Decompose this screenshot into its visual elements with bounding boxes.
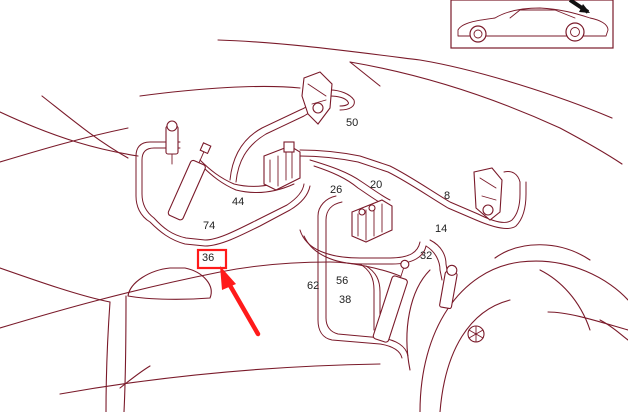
label-36: 36 [202, 252, 214, 264]
highlight-box [196, 248, 228, 270]
callout-labels: 50 44 26 20 8 74 14 32 62 56 38 36 [202, 117, 450, 306]
label-14: 14 [435, 223, 447, 235]
inset-thumbnail [450, 0, 614, 49]
label-50: 50 [346, 117, 358, 129]
car-outline-icon [457, 0, 609, 43]
hydraulic-lines [135, 89, 527, 359]
label-62: 62 [307, 280, 319, 292]
valve-block-icon [351, 199, 393, 243]
label-38: 38 [339, 294, 351, 306]
right-rear-valve-icon [473, 167, 503, 221]
label-44: 44 [232, 196, 244, 208]
car-body-outline [0, 39, 628, 412]
label-74: 74 [203, 220, 215, 232]
label-56: 56 [336, 275, 348, 287]
top-valve-icon [301, 71, 333, 125]
label-32: 32 [420, 250, 432, 262]
hydraulic-cylinder-icon [165, 120, 458, 343]
label-26: 26 [330, 184, 342, 196]
label-20: 20 [370, 179, 382, 191]
red-arrow-icon [220, 266, 261, 337]
pump-unit-icon [263, 141, 301, 191]
label-8: 8 [444, 190, 450, 202]
